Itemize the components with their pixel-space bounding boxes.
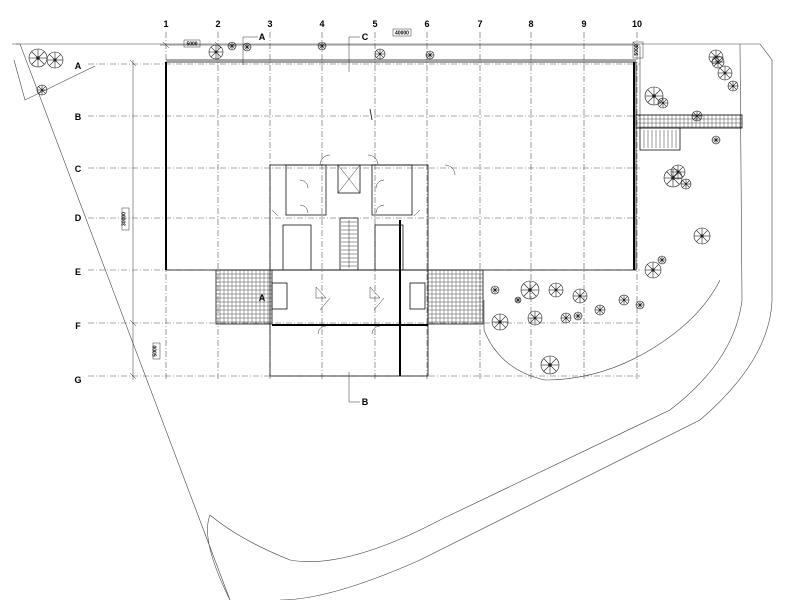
tree-symbol-icon <box>594 304 606 316</box>
tree-symbol-icon <box>717 65 733 81</box>
tree-symbol-icon <box>514 296 522 304</box>
tree-symbol-icon <box>708 49 724 65</box>
paved-area-right <box>427 269 484 325</box>
grid-row-label: A <box>75 61 82 71</box>
grid-column-label: 1 <box>163 19 168 29</box>
tree-symbol-icon <box>540 355 560 375</box>
tree-symbol-icon <box>527 310 543 326</box>
tree-symbol-icon <box>490 285 500 295</box>
paved-area-stair <box>635 114 743 151</box>
grid-column-label: 7 <box>477 19 482 29</box>
grid-column-label: 8 <box>528 19 533 29</box>
tree-symbol-icon <box>693 227 711 245</box>
tree-symbol-icon <box>657 255 667 265</box>
tree-symbol-icon <box>644 86 664 106</box>
tree-symbol-icon <box>227 41 237 51</box>
stair-icon <box>341 220 357 268</box>
tree-symbol-icon <box>573 311 583 321</box>
tree-symbol-icon <box>425 50 435 60</box>
tree-symbol-icon <box>691 110 703 122</box>
tree-symbol-icon <box>572 288 588 304</box>
dimension-lines: 5000 40000 5000 30000 5000 <box>122 28 644 380</box>
tree-symbol-icon <box>548 282 564 298</box>
tree-symbol-icon <box>680 178 692 190</box>
tree-symbol-icon <box>618 294 630 306</box>
grid-row-label: B <box>75 112 82 122</box>
tree-symbol-icon <box>711 135 721 145</box>
dimension-label: 40000 <box>395 31 409 37</box>
grid-column-label: 10 <box>632 19 642 29</box>
trees <box>28 41 739 375</box>
tree-symbol-icon <box>635 300 645 310</box>
grid-row-label: C <box>75 164 82 174</box>
grid-column-label: 5 <box>372 19 377 29</box>
tree-symbol-icon <box>711 55 725 69</box>
tree-symbol-icon <box>663 168 683 188</box>
grid-column-label: 9 <box>581 19 586 29</box>
tree-symbol-icon <box>374 48 386 60</box>
section-label: C <box>362 32 369 42</box>
section-label: B <box>362 397 369 407</box>
grid-row-label: D <box>75 213 82 223</box>
grid-row-label: F <box>75 321 81 331</box>
site-boundary <box>12 43 773 600</box>
section-markers: A C B A <box>242 32 369 407</box>
tree-symbol-icon <box>491 313 509 331</box>
tree-symbol-icon <box>670 164 686 180</box>
structural-grid <box>88 32 640 380</box>
tree-symbol-icon <box>657 97 669 109</box>
grid-labels: 1 2 3 4 5 6 7 8 9 10 A B C D E F G <box>74 19 642 385</box>
grid-row-label: G <box>74 375 81 385</box>
main-building <box>165 59 637 377</box>
grid-column-label: 2 <box>215 19 220 29</box>
tree-symbol-icon <box>520 280 540 300</box>
paved-area-left <box>215 269 273 325</box>
grid-column-label: 3 <box>267 19 272 29</box>
tree-symbol-icon <box>242 42 252 52</box>
grid-row-label: E <box>75 267 81 277</box>
grid-column-label: 6 <box>424 19 429 29</box>
dimension-label: 5000 <box>153 345 159 356</box>
grid-column-label: 4 <box>319 19 324 29</box>
tree-symbol-icon <box>644 261 662 279</box>
section-label: A <box>259 32 266 42</box>
dimension-label: 5000 <box>634 44 640 55</box>
tree-symbol-icon <box>560 312 572 324</box>
dimension-label: 5000 <box>186 42 197 48</box>
tree-symbol-icon <box>317 41 327 51</box>
tree-symbol-icon <box>28 48 48 68</box>
dimension-label: 30000 <box>122 212 128 226</box>
tree-symbol-icon <box>727 80 739 92</box>
tree-symbol-icon <box>208 44 224 60</box>
tree-symbol-icon <box>46 51 64 69</box>
door-swing-icon <box>271 154 456 335</box>
tree-symbol-icon <box>36 84 48 96</box>
